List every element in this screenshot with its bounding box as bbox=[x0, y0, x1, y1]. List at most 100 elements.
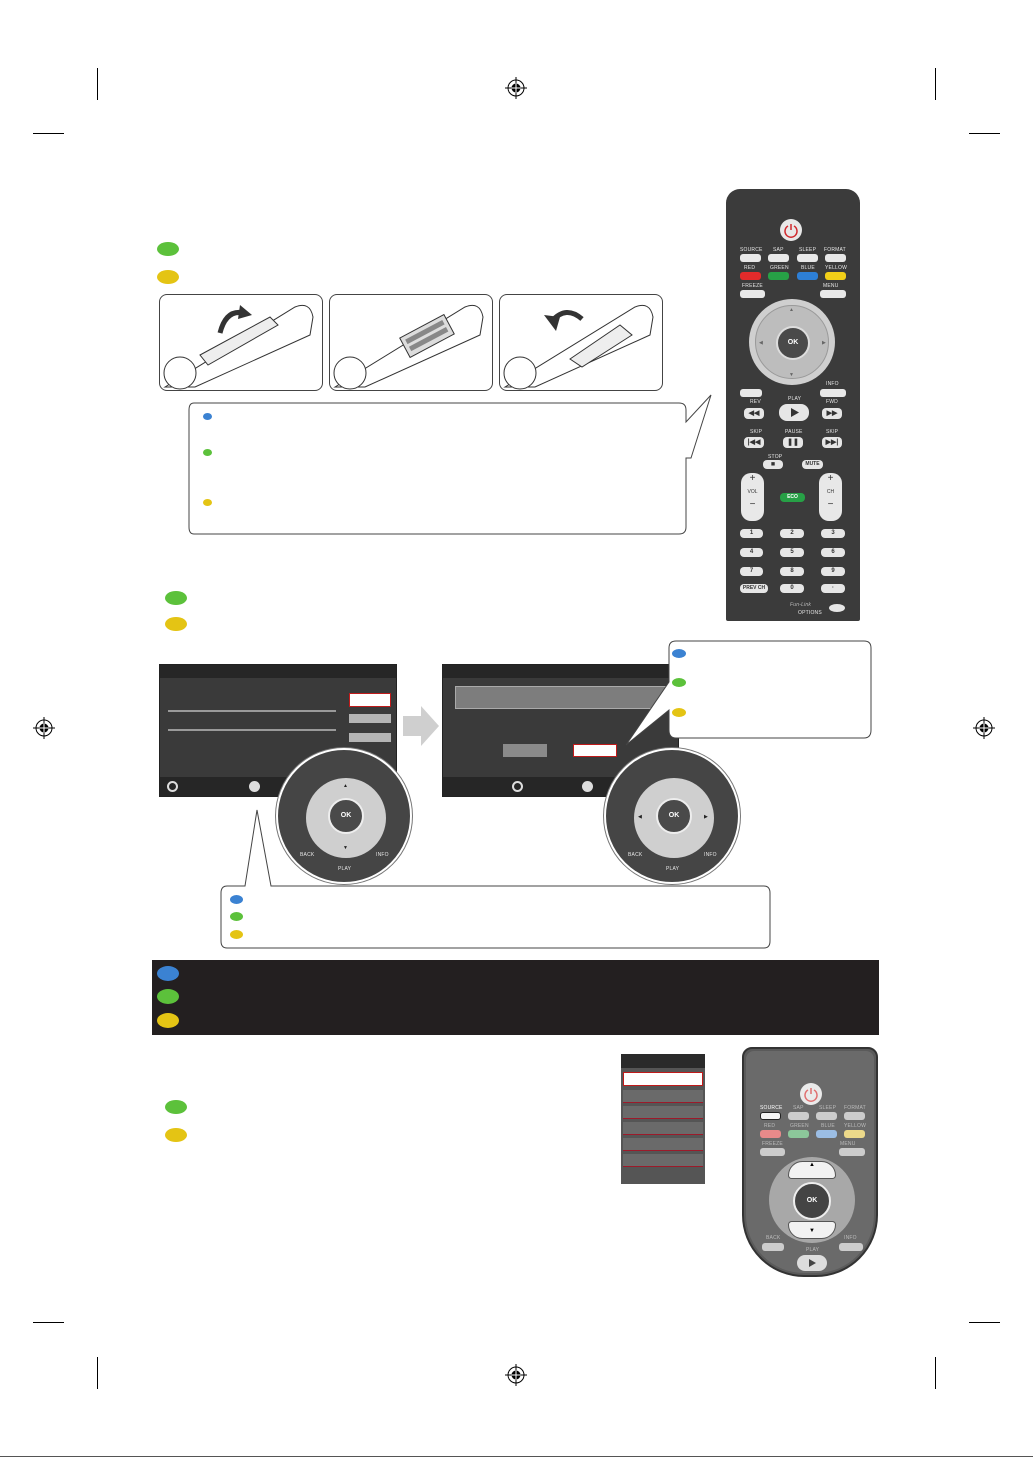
small-yellow-button[interactable] bbox=[844, 1130, 865, 1138]
source-menu-item[interactable] bbox=[623, 1154, 703, 1167]
fwd-button[interactable]: ▶▶ bbox=[822, 408, 842, 419]
digit-4-button[interactable]: 4 bbox=[740, 548, 763, 557]
digit-6-button[interactable]: 6 bbox=[821, 548, 845, 557]
green-button[interactable] bbox=[768, 272, 789, 280]
tv-footer-callout bbox=[220, 809, 771, 949]
skip-back-button[interactable]: |◀◀ bbox=[744, 437, 764, 448]
source-menu-header bbox=[621, 1054, 705, 1068]
tv-option[interactable] bbox=[349, 714, 391, 723]
ok-button[interactable]: OK bbox=[776, 326, 810, 360]
format-button[interactable] bbox=[825, 254, 846, 262]
battery-step-3 bbox=[499, 294, 663, 391]
language-dot-blue bbox=[157, 966, 179, 981]
small-dpad-up[interactable]: ▲ bbox=[788, 1161, 836, 1179]
small-info-button[interactable] bbox=[839, 1243, 863, 1251]
zoom-down-icon: ▼ bbox=[343, 845, 349, 851]
skip-right-label: SKIP bbox=[826, 429, 839, 435]
source-menu-item-selected[interactable] bbox=[623, 1072, 703, 1086]
fast-forward-icon: ▶▶ bbox=[826, 410, 838, 417]
nav-icon bbox=[512, 781, 523, 792]
digit-9-button[interactable]: 9 bbox=[821, 567, 845, 576]
small-power-button[interactable] bbox=[800, 1083, 822, 1105]
tv-option-line bbox=[168, 710, 336, 712]
tv-yes-button[interactable] bbox=[573, 744, 617, 757]
small-red-label: RED bbox=[764, 1123, 776, 1129]
pause-button[interactable]: ❚❚ bbox=[783, 437, 803, 448]
green-label: GREEN bbox=[770, 265, 789, 271]
digit-3-button[interactable]: 3 bbox=[821, 529, 845, 538]
skip-forward-button[interactable]: ▶▶| bbox=[822, 437, 842, 448]
pause-label: PAUSE bbox=[785, 429, 803, 435]
small-freeze-button[interactable] bbox=[760, 1148, 785, 1156]
small-play-button[interactable] bbox=[797, 1255, 827, 1271]
language-dot-yellow bbox=[203, 499, 212, 506]
source-button[interactable] bbox=[740, 254, 761, 262]
small-source-button[interactable] bbox=[760, 1112, 781, 1120]
dot-button[interactable]: · bbox=[821, 584, 845, 593]
prev-ch-button[interactable]: PREV CH bbox=[740, 584, 768, 593]
source-menu-item[interactable] bbox=[623, 1090, 703, 1103]
crop-mark bbox=[969, 1322, 1000, 1323]
info-button[interactable] bbox=[820, 389, 846, 397]
language-dot-yellow bbox=[165, 1128, 187, 1142]
back-button[interactable] bbox=[740, 389, 762, 397]
sleep-button[interactable] bbox=[797, 254, 818, 262]
zoom-ok-button[interactable]: OK bbox=[656, 798, 692, 834]
small-back-button[interactable] bbox=[762, 1243, 784, 1251]
crop-mark bbox=[97, 68, 98, 100]
small-sleep-button[interactable] bbox=[816, 1112, 837, 1120]
small-format-button[interactable] bbox=[844, 1112, 865, 1120]
zoom-ok-button[interactable]: OK bbox=[328, 798, 364, 834]
language-dot-blue bbox=[672, 649, 686, 658]
yellow-label: YELLOW bbox=[825, 265, 848, 271]
source-menu-item[interactable] bbox=[623, 1122, 703, 1135]
small-menu-button[interactable] bbox=[839, 1148, 865, 1156]
dpad-down-icon: ▼ bbox=[789, 372, 795, 378]
digit-2-button[interactable]: 2 bbox=[780, 529, 804, 538]
eco-button[interactable]: ECO bbox=[780, 493, 805, 502]
digit-0-button[interactable]: 0 bbox=[780, 584, 804, 593]
digit-5-button[interactable]: 5 bbox=[780, 548, 804, 557]
tv-option[interactable] bbox=[349, 733, 391, 742]
remote-control: SOURCE SAP SLEEP FORMAT RED GREEN BLUE Y… bbox=[726, 189, 860, 621]
rewind-icon: ◀◀ bbox=[748, 410, 760, 417]
freeze-button[interactable] bbox=[740, 290, 765, 298]
blue-button[interactable] bbox=[797, 272, 818, 280]
registration-mark-icon bbox=[505, 77, 527, 99]
red-label: RED bbox=[744, 265, 756, 271]
sap-button[interactable] bbox=[768, 254, 789, 262]
play-button[interactable] bbox=[779, 404, 809, 421]
tv-selected-option[interactable] bbox=[349, 693, 391, 707]
small-dpad-down[interactable]: ▼ bbox=[788, 1221, 836, 1239]
source-menu-item[interactable] bbox=[623, 1138, 703, 1151]
small-red-button[interactable] bbox=[760, 1130, 781, 1138]
digit-8-button[interactable]: 8 bbox=[780, 567, 804, 576]
yellow-button[interactable] bbox=[825, 272, 846, 280]
menu-label: MENU bbox=[823, 283, 839, 289]
tv-header-bar bbox=[443, 665, 678, 678]
red-button[interactable] bbox=[740, 272, 761, 280]
small-ok-button[interactable]: OK bbox=[793, 1182, 831, 1220]
menu-button[interactable] bbox=[820, 290, 846, 298]
small-source-label: SOURCE bbox=[760, 1105, 783, 1111]
volume-rocker[interactable]: +VOL− bbox=[741, 473, 764, 521]
rev-button[interactable]: ◀◀ bbox=[744, 408, 764, 419]
small-blue-button[interactable] bbox=[816, 1130, 837, 1138]
small-play-label: PLAY bbox=[806, 1247, 820, 1253]
crop-mark bbox=[935, 68, 936, 100]
source-menu-item[interactable] bbox=[623, 1106, 703, 1119]
language-dot-yellow bbox=[672, 708, 686, 717]
info-label: INFO bbox=[826, 381, 839, 387]
channel-rocker[interactable]: +CH− bbox=[819, 473, 842, 521]
stop-button[interactable]: ■ bbox=[763, 460, 783, 469]
options-label: OPTIONS bbox=[798, 610, 822, 616]
digit-1-button[interactable]: 1 bbox=[740, 529, 763, 538]
tv-no-button[interactable] bbox=[503, 744, 547, 757]
small-green-button[interactable] bbox=[788, 1130, 809, 1138]
nav-icon bbox=[167, 781, 178, 792]
blue-label: BLUE bbox=[801, 265, 815, 271]
power-button[interactable] bbox=[780, 219, 802, 241]
small-sap-button[interactable] bbox=[788, 1112, 809, 1120]
digit-7-button[interactable]: 7 bbox=[740, 567, 763, 576]
mute-button[interactable]: MUTE bbox=[802, 460, 823, 469]
